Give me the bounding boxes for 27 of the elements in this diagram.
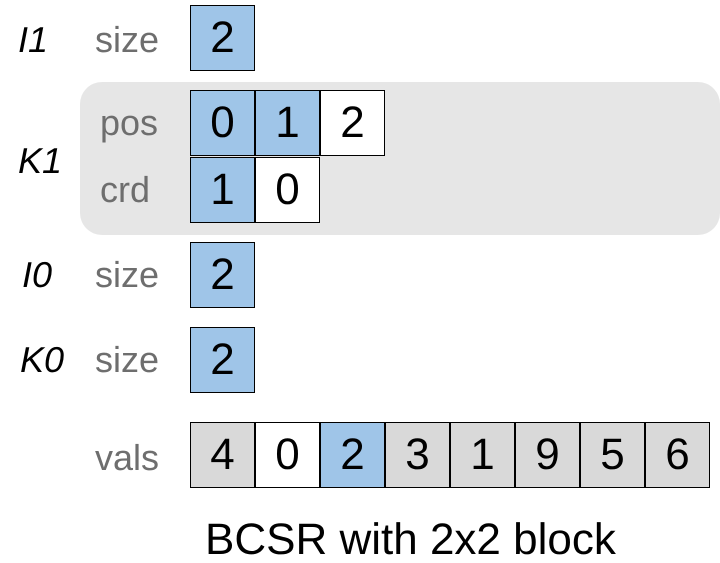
array-name-label: crd	[100, 170, 150, 210]
array-cell: 4	[190, 422, 255, 488]
array-cell: 5	[580, 422, 645, 488]
array-cell: 2	[190, 5, 255, 71]
array-cell: 6	[645, 422, 710, 488]
caption: BCSR with 2x2 block	[205, 515, 616, 563]
array-cell: 2	[190, 242, 255, 308]
array-name-label: size	[95, 340, 160, 380]
level-name: I1	[18, 20, 48, 60]
array-cell: 1	[190, 157, 255, 223]
array-cell: 9	[515, 422, 580, 488]
array-cell: 2	[190, 327, 255, 393]
array-name-label: size	[95, 255, 160, 295]
array-cell: 3	[385, 422, 450, 488]
level-name: K1	[18, 141, 62, 181]
array-name-label: vals	[95, 438, 160, 478]
array-cell: 0	[190, 90, 255, 156]
array-cell: 1	[450, 422, 515, 488]
array-cell: 0	[255, 157, 320, 223]
array-cell: 1	[255, 90, 320, 156]
level-name: I0	[22, 255, 52, 295]
array-name-label: pos	[100, 103, 158, 143]
array-name-label: size	[95, 20, 160, 60]
array-cell: 2	[320, 422, 385, 488]
level-name: K0	[20, 340, 64, 380]
array-cell: 0	[255, 422, 320, 488]
array-cell: 2	[320, 90, 385, 156]
